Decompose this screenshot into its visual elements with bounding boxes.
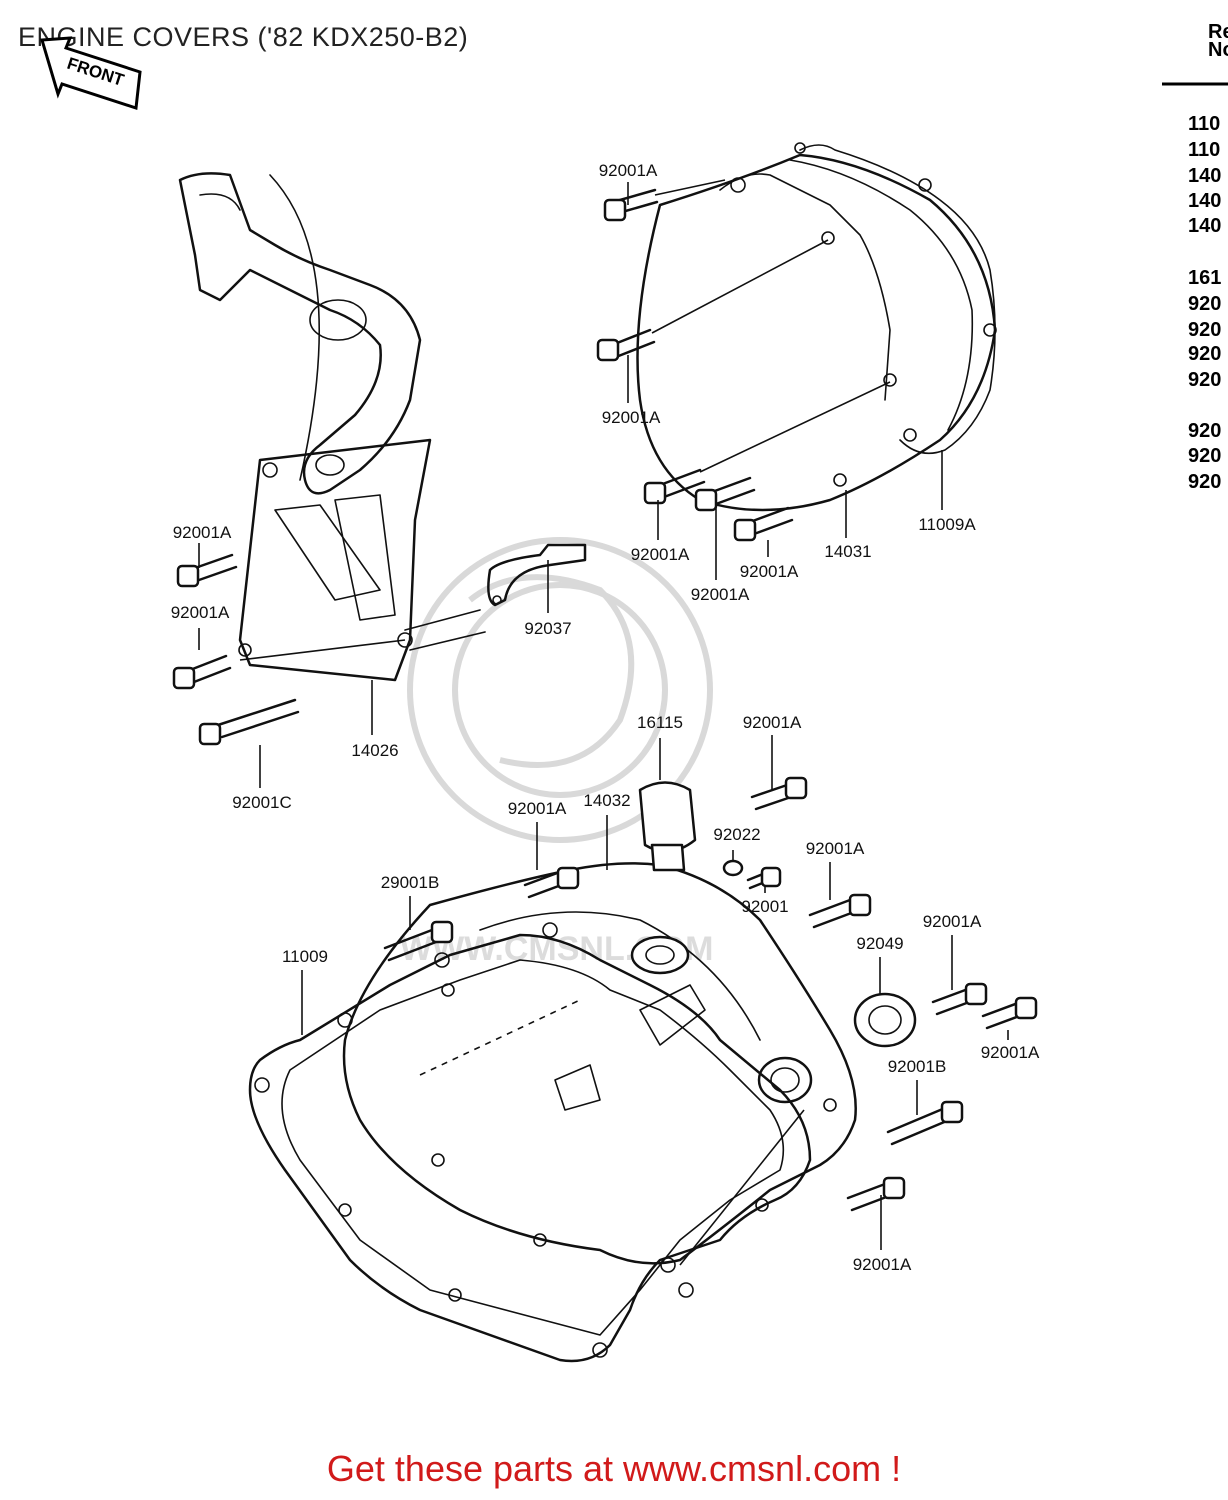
ref-num: 110 <box>1188 139 1220 161</box>
ref-num: 920 <box>1188 293 1221 315</box>
callout-c23: 92001A <box>923 912 982 931</box>
callout-leaders <box>198 182 1009 1250</box>
callout-c18: 92001A <box>806 839 865 858</box>
ref-num: 920 <box>1188 471 1221 493</box>
bolt-92001A-r2 <box>808 893 872 929</box>
ref-num: 920 <box>1188 319 1221 341</box>
callout-c12: 92001C <box>232 793 292 812</box>
callout-c5: 14031 <box>824 542 871 561</box>
bolt-92001A-left2 <box>172 654 232 690</box>
clutch-cover-14032 <box>342 862 857 1298</box>
ref-header-2: No <box>1208 39 1228 61</box>
watermark-logo: WWW.CMSNL.COM <box>400 537 714 968</box>
callout-c16: 92001A <box>508 799 567 818</box>
bolt-92001A-left1 <box>176 553 238 588</box>
callout-c7: 92001A <box>691 585 750 604</box>
bolts <box>172 188 1038 1212</box>
sprocket-cover-14026 <box>238 438 486 682</box>
callout-labels: 92001A 92001A 11009A 92001A 14031 92001A… <box>171 161 1040 1274</box>
ref-num: 140 <box>1188 215 1221 237</box>
callout-c9: 92001A <box>171 603 230 622</box>
callout-c22: 92049 <box>856 934 903 953</box>
front-arrow-icon: FRONT <box>40 36 142 110</box>
ref-num: 140 <box>1188 165 1221 187</box>
callout-c25: 92001B <box>888 1057 947 1076</box>
clamp-92037 <box>487 543 587 607</box>
ref-num: 161 <box>1188 267 1221 289</box>
page-title: ENGINE COVERS ('82 KDX250-B2) <box>18 22 469 52</box>
bolt-92001A-b <box>846 1176 906 1212</box>
bolt-92001A-c1 <box>523 866 580 899</box>
ref-num: 920 <box>1188 343 1221 365</box>
bolt-92001C <box>198 698 300 746</box>
bolt-92001B <box>886 1100 964 1146</box>
ref-num: 110 <box>1188 113 1220 135</box>
callout-c20: 92001 <box>741 897 788 916</box>
bolt-92001A-low2 <box>694 476 756 512</box>
callout-c4: 92001A <box>631 545 690 564</box>
callout-c2: 92001A <box>602 408 661 427</box>
reference-column: Re No 110 110 140 140 140 161 920 920 92… <box>1162 21 1228 493</box>
callout-c24: 92001A <box>981 1043 1040 1062</box>
bolt-92001 <box>746 866 782 890</box>
gasket-11009 <box>248 933 812 1363</box>
callout-c15: 14032 <box>583 791 630 810</box>
ref-num: 920 <box>1188 420 1221 442</box>
oil-seal-92049 <box>853 992 917 1048</box>
bolt-92001A-mid <box>596 328 656 362</box>
washer-92022 <box>722 859 744 877</box>
bolt-92001A-low1 <box>643 468 706 505</box>
bolt-92001A-low3 <box>733 506 794 542</box>
callout-c14: 92001A <box>743 713 802 732</box>
oil-cap-16115 <box>638 781 697 872</box>
bolt-92001A-r1 <box>750 776 808 811</box>
ref-num: 920 <box>1188 369 1221 391</box>
footer-link[interactable]: Get these parts at www.cmsnl.com ! <box>326 1448 902 1489</box>
alignment-lines <box>239 179 891 1266</box>
callout-c19: 29001B <box>381 873 440 892</box>
callout-c21: 11009 <box>282 947 328 966</box>
callout-c3: 11009A <box>918 515 976 534</box>
callout-c6: 92001A <box>740 562 799 581</box>
callout-c10: 92037 <box>524 619 571 638</box>
bolt-92001A-top <box>603 188 659 222</box>
bolt-29001B <box>383 920 454 962</box>
callout-c26: 92001A <box>853 1255 912 1274</box>
clutch-cover-14031 <box>636 153 997 512</box>
ref-num: 920 <box>1188 445 1221 467</box>
callout-c8: 92001A <box>173 523 232 542</box>
callout-c11: 14026 <box>351 741 398 760</box>
bolt-92001A-r4 <box>981 996 1038 1030</box>
callout-c17: 92022 <box>713 825 760 844</box>
crankcase-outline <box>178 172 422 495</box>
ref-num: 140 <box>1188 190 1221 212</box>
bolt-92001A-r3 <box>931 982 988 1016</box>
ref-header-1: Re <box>1208 21 1228 43</box>
callout-c1: 92001A <box>599 161 658 180</box>
callout-c13: 16115 <box>637 713 683 732</box>
gasket-11009A <box>789 142 997 455</box>
